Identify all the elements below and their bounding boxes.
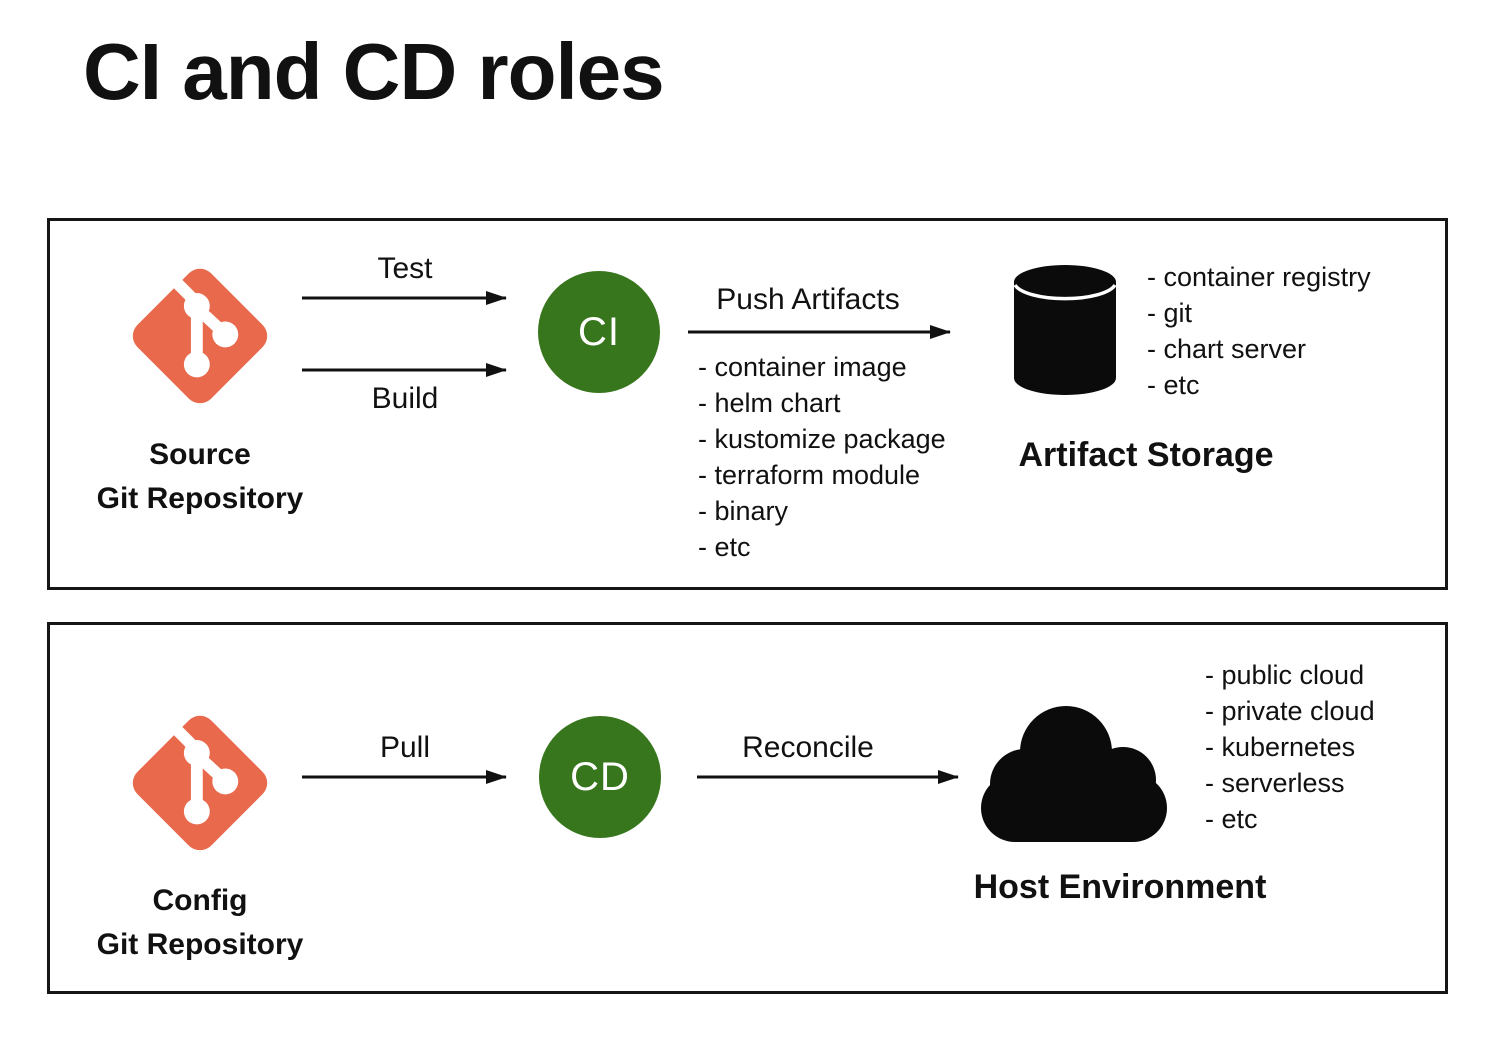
list-item: - etc [698,532,751,562]
push-artifacts-arrow-label: Push Artifacts [716,283,900,316]
cd-node-label: CD [570,754,630,799]
list-item: - helm chart [698,388,841,418]
source-repo-label: Source Git Repository [40,433,360,521]
reconcile-arrow-label: Reconcile [742,731,874,764]
git-icon [132,715,268,851]
pull-arrow-label: Pull [379,731,431,764]
ci-node: CI [538,271,660,393]
list-item: - git [1147,298,1193,328]
source-repo-line1: Source [149,438,251,471]
config-repo-line1: Config [152,884,248,917]
list-item: - etc [1205,804,1258,834]
list-item: - etc [1147,370,1200,400]
artifact-types-list: - container image - helm chart - kustomize… [698,349,946,565]
config-repo-label: Config Git Repository [40,879,360,967]
list-item: - container registry [1147,262,1371,292]
host-types-list: - public cloud - private cloud - kubernete… [1205,657,1375,837]
artifact-storage-label: Artifact Storage [1018,436,1274,474]
list-item: - public cloud [1205,660,1365,690]
source-repo-line2: Git Repository [96,482,304,515]
ci-node-label: CI [578,309,620,354]
build-arrow-label: Build [371,382,439,415]
list-item: - serverless [1205,768,1345,798]
list-item: - kubernetes [1205,732,1356,762]
list-item: - private cloud [1205,696,1375,726]
list-item: - kustomize package [698,424,946,454]
list-item: - container image [698,352,907,382]
page-title: CI and CD roles [83,27,665,116]
git-icon [132,268,268,404]
test-arrow-label: Test [377,252,433,285]
config-repo-line2: Git Repository [96,928,304,961]
cd-panel [47,622,1448,994]
host-environment-label: Host Environment [973,868,1267,906]
cloud-icon [981,706,1167,842]
list-item: - binary [698,496,789,526]
cd-node: CD [539,716,661,838]
storage-types-list: - container registry - git - chart server -… [1147,259,1371,403]
ci-panel [47,218,1448,590]
list-item: - chart server [1147,334,1307,364]
list-item: - terraform module [698,460,921,490]
database-cylinder-icon [1013,265,1117,395]
